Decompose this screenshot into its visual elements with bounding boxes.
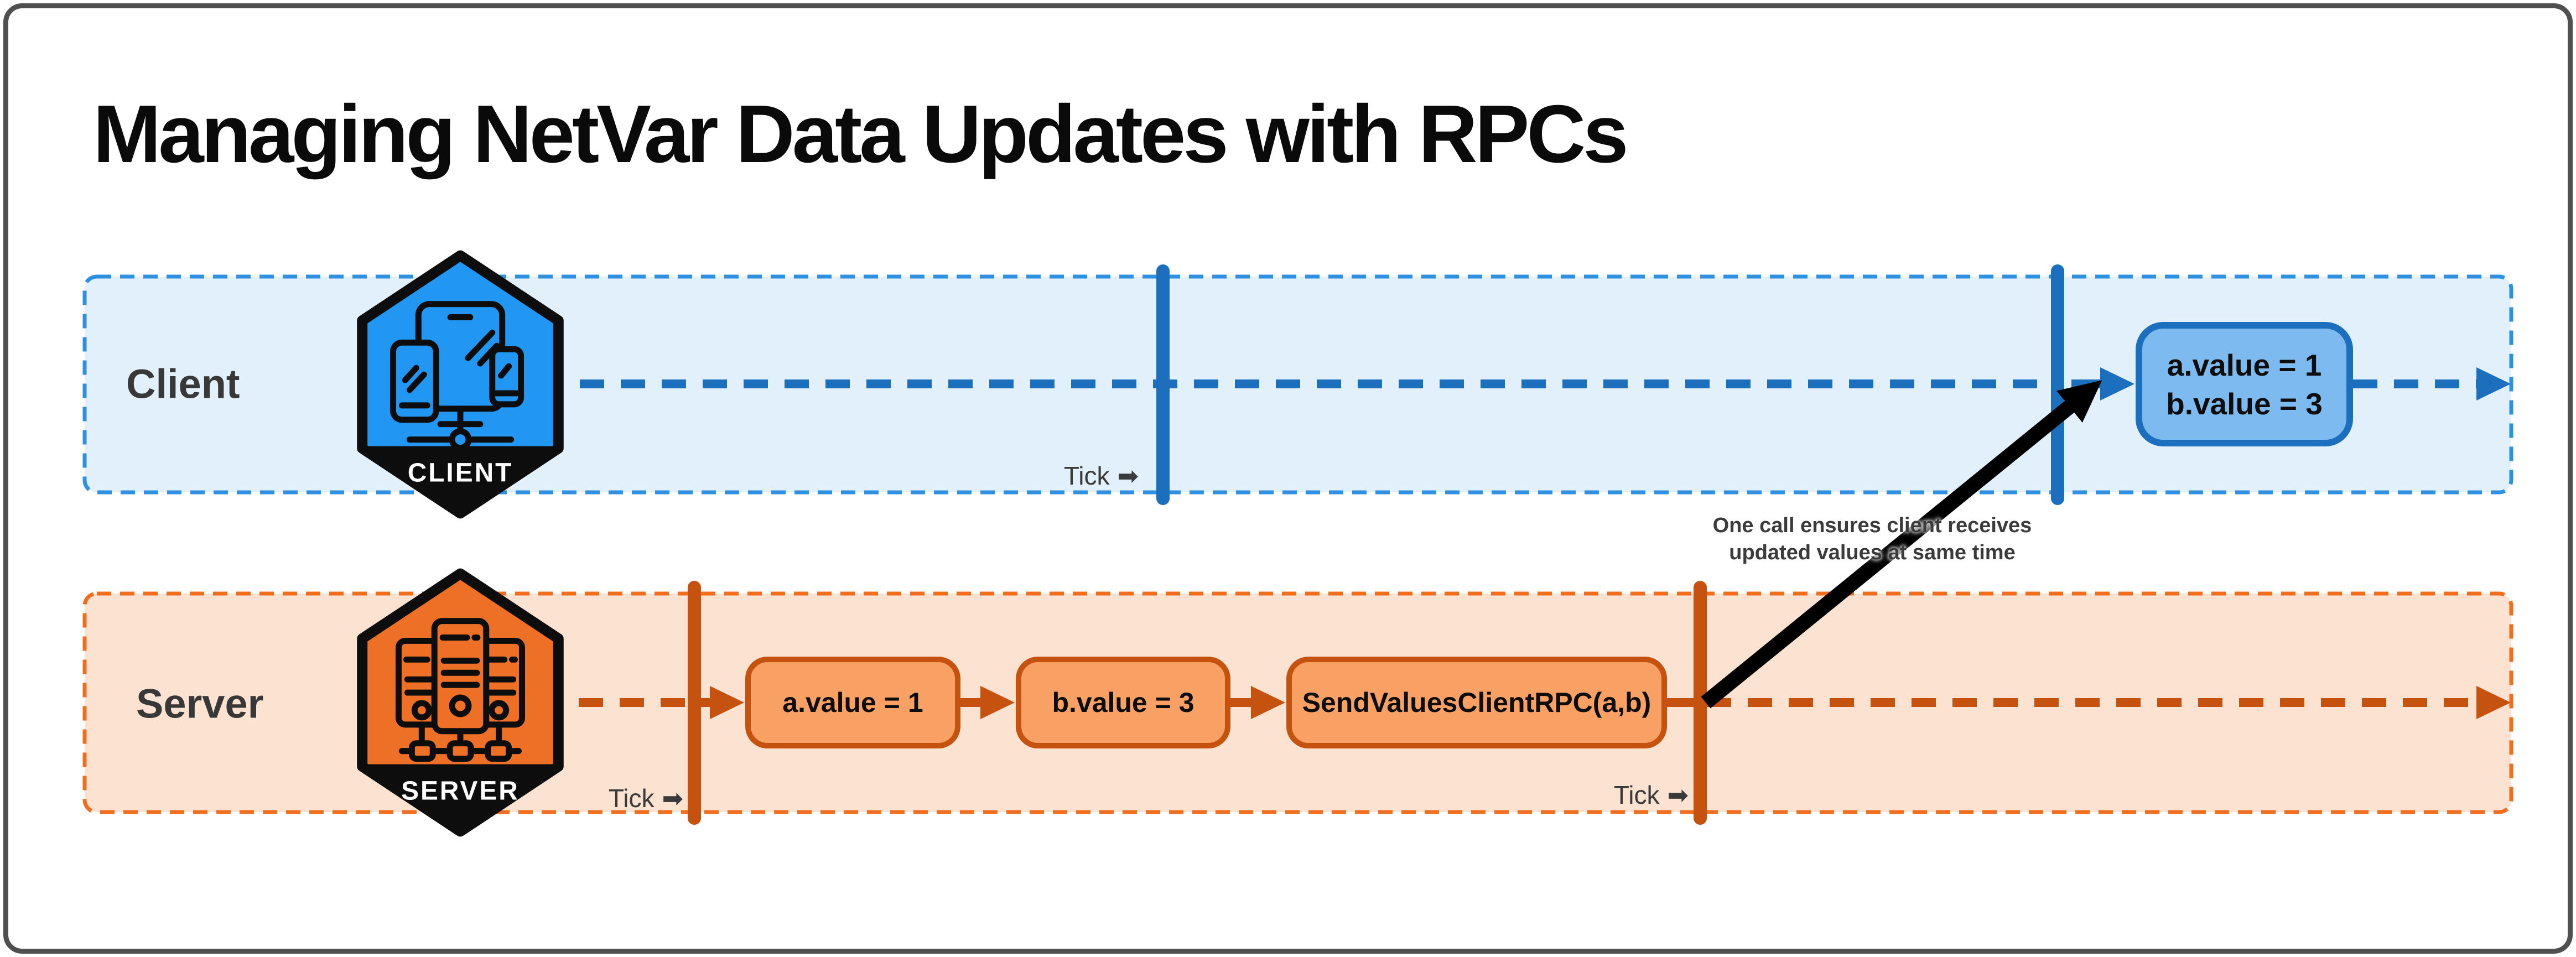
tick-arrow-icon: ➡: [1117, 461, 1139, 490]
server-racks-icon: [395, 618, 526, 762]
server-tick-label-2: Tick➡: [1614, 780, 1689, 810]
client-result-line2: b.value = 3: [2166, 386, 2323, 421]
client-lane-label: Client: [126, 361, 240, 407]
tick-label-text: Tick: [608, 784, 655, 813]
server-event-label: b.value = 3: [1052, 687, 1194, 718]
client-result-line1: a.value = 1: [2167, 347, 2322, 382]
client-badge-label: CLIENT: [408, 458, 513, 487]
tick-label-text: Tick: [1063, 461, 1110, 490]
annotation-line1: One call ensures client receives: [1712, 514, 2032, 537]
rpc-call-arrow: [1701, 380, 2102, 709]
server-tick-label-1: Tick➡: [609, 783, 683, 813]
tick-arrow-icon: ➡: [1667, 781, 1689, 809]
server-event-label: SendValuesClientRPC(a,b): [1302, 687, 1651, 718]
tick-markers: [688, 264, 2064, 825]
server-hexagon-badge: SERVER: [345, 568, 575, 837]
tick-label-text: Tick: [1613, 781, 1660, 809]
tick-arrow-icon: ➡: [662, 784, 683, 813]
server-badge-label: SERVER: [401, 776, 520, 805]
rpc-annotation: One call ensures client receives updated…: [1687, 512, 2058, 566]
annotation-line2: updated values at same time: [1729, 541, 2016, 564]
client-devices-icon: [390, 301, 524, 451]
server-event-box-rpc: SendValuesClientRPC(a,b): [1286, 657, 1667, 748]
client-tick-label: Tick➡: [1064, 461, 1139, 491]
server-lane-label: Server: [136, 680, 264, 727]
client-result-box: a.value = 1 b.value = 3: [2136, 322, 2353, 446]
page-title: Managing NetVar Data Updates with RPCs: [93, 89, 1629, 180]
server-event-box-b: b.value = 3: [1016, 657, 1230, 748]
server-event-label: a.value = 1: [782, 687, 923, 718]
server-event-box-a: a.value = 1: [745, 657, 960, 748]
client-hexagon-badge: CLIENT: [345, 250, 575, 519]
